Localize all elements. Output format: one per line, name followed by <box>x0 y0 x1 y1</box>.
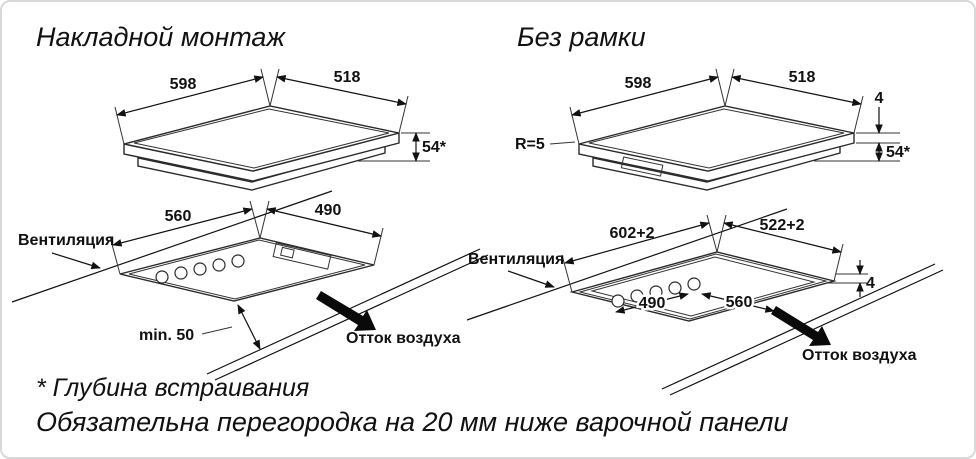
hob-tray <box>592 144 841 191</box>
dim-inner-width: 560 <box>726 294 753 311</box>
hob-glass-inner-edge <box>588 108 845 169</box>
vent-hole <box>155 270 169 284</box>
ventilation-label: Вентиляция <box>468 251 564 268</box>
vent-hole <box>668 281 682 295</box>
surface-mount-cutout-view: 560 490 Вентиляция min. 50 Отток воздуха <box>11 190 489 381</box>
surface-mount-top-view: 598 518 54* <box>114 68 447 191</box>
dim-height: 54* <box>422 139 447 156</box>
dim-glass-thickness: 4 <box>875 90 884 107</box>
vent-hole <box>212 258 226 272</box>
dim-cutout-depth: 522+2 <box>760 217 805 234</box>
corner-radius-label: R=5 <box>515 136 545 153</box>
dim-depth: 518 <box>334 69 361 86</box>
dim-cutout-width: 560 <box>165 208 192 225</box>
dim-inner-depth: 490 <box>639 295 666 312</box>
cutout-opening <box>569 251 837 322</box>
dim-cutout-width: 602+2 <box>610 225 655 242</box>
footnote-partition: Обязательна перегородка на 20 мм ниже ва… <box>36 407 788 437</box>
min-clearance-label: min. 50 <box>139 327 194 344</box>
dim-width: 598 <box>170 76 197 93</box>
vent-hole <box>611 294 625 308</box>
cutout-opening <box>119 237 375 302</box>
air-outflow-arrow <box>316 291 376 331</box>
ventilation-label: Вентиляция <box>18 232 114 249</box>
air-outflow-label: Отток воздуха <box>802 347 917 364</box>
frameless-top-view: R=5 598 518 4 54* <box>515 68 911 191</box>
dim-width: 598 <box>625 75 652 92</box>
hob-glass-inner-edge <box>133 108 390 169</box>
vent-hole <box>174 266 188 280</box>
hob-tray <box>137 144 386 191</box>
cutout-inner-edge <box>128 239 366 300</box>
junction-box <box>272 242 332 270</box>
title-frameless: Без рамки <box>517 22 646 52</box>
air-outflow-label: Отток воздуха <box>346 330 461 347</box>
vent-hole <box>231 254 245 268</box>
vent-hole <box>193 262 207 276</box>
dim-height: 54* <box>886 144 911 161</box>
terminal-box <box>620 156 664 177</box>
vent-hole <box>687 277 701 291</box>
air-outflow-arrow <box>771 306 831 346</box>
dim-cutout-depth: 490 <box>315 202 342 219</box>
footnote-depth: * Глубина встраивания <box>36 374 309 402</box>
dim-depth: 518 <box>789 69 816 86</box>
title-surface-mount: Накладной монтаж <box>36 22 286 52</box>
frameless-cutout-view: 602+2 522+2 4 490 560 Вентиляция Отток в… <box>466 208 944 396</box>
dim-step: 4 <box>866 275 875 292</box>
